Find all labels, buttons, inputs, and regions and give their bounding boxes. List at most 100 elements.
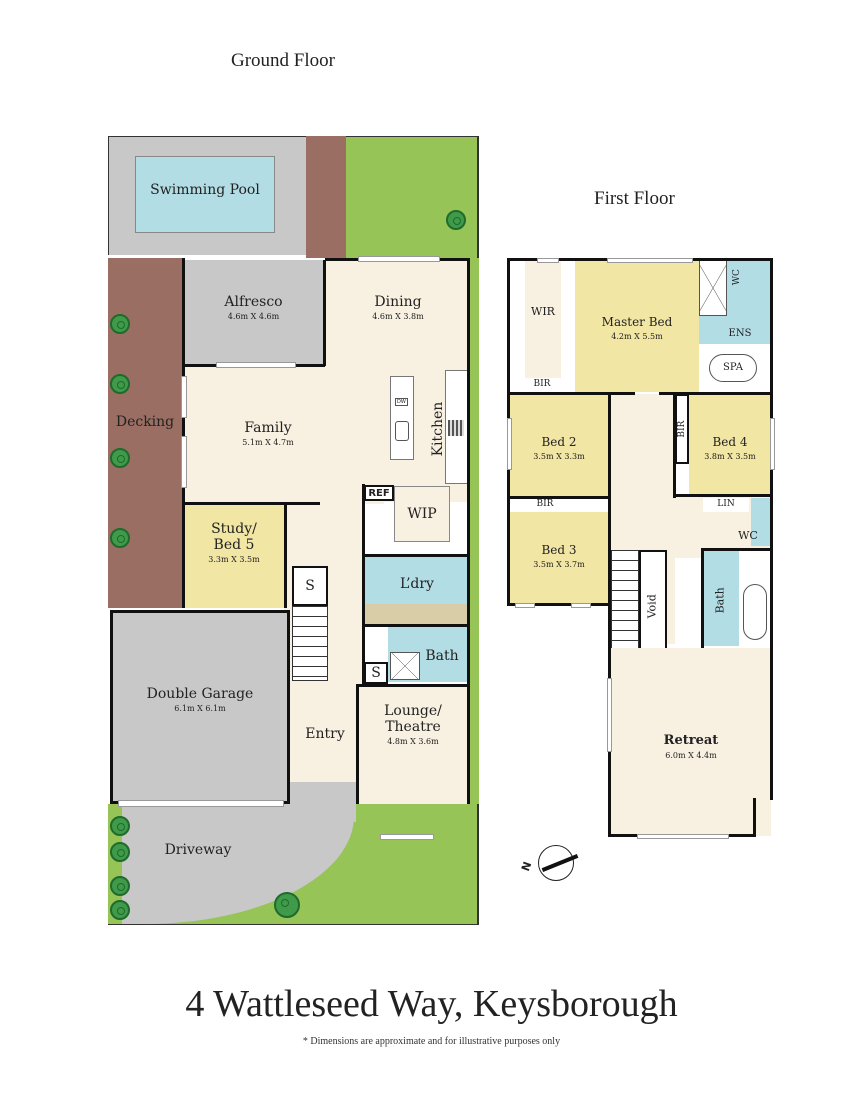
window xyxy=(537,258,559,263)
wall xyxy=(770,646,773,800)
tree-icon xyxy=(110,842,130,862)
room-label-ground-bath: Bath xyxy=(425,648,459,664)
room-dims-family: 5.1m X 4.7m xyxy=(242,438,294,448)
room-label-bed-4: Bed 4 xyxy=(712,435,748,449)
window xyxy=(770,418,775,470)
porch-paving xyxy=(290,782,356,822)
wip-pantry xyxy=(394,486,450,542)
property-address: 4 Wattleseed Way, Keysborough xyxy=(185,983,678,1025)
window xyxy=(637,834,729,839)
room-dims-bed-3: 3.5m X 3.7m xyxy=(533,560,585,570)
room-label-bir-bed3: BIR xyxy=(536,499,554,509)
alfresco xyxy=(182,260,325,366)
room-label-alfresco: Alfresco xyxy=(224,294,283,310)
room-label-decking: Decking xyxy=(115,414,175,430)
side-path xyxy=(306,136,346,258)
spa-tub xyxy=(709,354,757,382)
room-label-wip: WIP xyxy=(407,506,437,522)
tree-icon xyxy=(110,816,130,836)
room-bed-3: Bed 3 3.5m X 3.7m xyxy=(509,540,609,570)
room-label-driveway: Driveway xyxy=(164,842,232,858)
room-label-wir: WIR xyxy=(531,305,555,318)
room-label-bir: BIR xyxy=(533,379,551,389)
wall xyxy=(608,392,611,836)
room-label-laundry: L’dry xyxy=(400,576,434,592)
room-label-master-bed: Master Bed xyxy=(601,315,673,329)
room-label-void: Void xyxy=(645,594,659,619)
window xyxy=(507,418,512,470)
laundry-bench xyxy=(364,604,470,624)
wall xyxy=(659,392,773,395)
compass-north-label: N xyxy=(518,859,535,874)
sink-icon xyxy=(395,421,409,441)
room-dining: Dining 4.6m X 3.8m xyxy=(326,292,470,322)
room-dims-bed-4: 3.8m X 3.5m xyxy=(704,452,756,462)
room-label-ens: ENS xyxy=(728,328,752,339)
room-dims-bed-2: 3.5m X 3.3m xyxy=(533,452,585,462)
wall xyxy=(673,392,676,498)
room-label-retreat: Retreat xyxy=(663,733,719,748)
compass-icon xyxy=(538,845,579,881)
wall xyxy=(507,603,611,606)
tree-icon xyxy=(110,900,130,920)
bir-bed4 xyxy=(675,394,689,464)
window xyxy=(181,376,187,418)
master-bed xyxy=(575,260,699,392)
storage-under-stairs xyxy=(292,566,328,606)
laundry xyxy=(364,556,470,604)
wall xyxy=(364,624,470,627)
first-floor-title: First Floor xyxy=(594,188,675,209)
room-label-study-bed5: Study/ Bed 5 xyxy=(211,521,257,554)
room-label-storage: S xyxy=(305,578,315,594)
garage-door xyxy=(118,800,284,807)
room-alfresco: Alfresco 4.6m X 4.6m xyxy=(182,292,325,322)
bathtub-icon xyxy=(743,584,767,640)
window xyxy=(571,603,591,608)
room-dims-lounge-theatre: 4.8m X 3.6m xyxy=(387,737,439,747)
wir-floor xyxy=(525,260,561,378)
dimensions-disclaimer: * Dimensions are approximate and for ill… xyxy=(302,1036,561,1047)
room-dims-dining: 4.6m X 3.8m xyxy=(372,312,424,322)
wall xyxy=(467,258,470,684)
room-label-double-garage: Double Garage xyxy=(146,686,254,702)
room-retreat: Retreat 6.0m X 4.4m xyxy=(611,730,771,760)
room-label-kitchen: Kitchen xyxy=(429,401,446,457)
linen xyxy=(703,498,749,512)
rear-lawn xyxy=(346,136,479,258)
double-garage xyxy=(110,610,290,804)
room-label-upstairs-wc: WC xyxy=(738,529,758,542)
room-dims-study-bed5: 3.3m X 3.5m xyxy=(208,555,260,565)
staircase xyxy=(292,606,328,681)
cooktop-icon xyxy=(448,420,464,436)
window xyxy=(216,362,296,368)
room-bed-2: Bed 2 3.5m X 3.3m xyxy=(509,432,609,462)
tree-icon xyxy=(110,448,130,468)
wall xyxy=(507,496,611,499)
dining xyxy=(326,260,470,366)
room-dims-alfresco: 4.6m X 4.6m xyxy=(227,312,280,322)
decking xyxy=(108,258,182,608)
family xyxy=(184,366,470,504)
wall xyxy=(364,554,470,557)
window xyxy=(380,834,434,840)
bed-2 xyxy=(509,394,609,498)
wall xyxy=(673,494,773,497)
room-label-storage-2: S xyxy=(371,665,381,681)
upstairs-staircase xyxy=(611,550,639,662)
tree-icon xyxy=(110,876,130,896)
window xyxy=(181,436,187,488)
upstairs-wc xyxy=(751,498,771,546)
room-label-spa: SPA xyxy=(723,362,743,373)
room-label-family: Family xyxy=(244,420,292,436)
room-label-swimming-pool: Swimming Pool xyxy=(150,182,260,198)
tree-icon xyxy=(110,374,130,394)
room-double-garage: Double Garage 6.1m X 6.1m xyxy=(110,684,290,714)
wall xyxy=(323,260,326,366)
room-label-first-bath: Bath xyxy=(713,587,727,614)
first-floor-plan: WIR Master Bed 4.2m X 5.5m WC ENS SPA BI… xyxy=(507,258,775,839)
room-lounge-theatre: Lounge/ Theatre 4.8m X 3.6m xyxy=(356,703,470,746)
shower-icon xyxy=(390,652,420,680)
room-label-lounge-theatre: Lounge/ Theatre xyxy=(384,703,442,736)
tree-icon xyxy=(110,528,130,548)
void xyxy=(639,550,667,662)
